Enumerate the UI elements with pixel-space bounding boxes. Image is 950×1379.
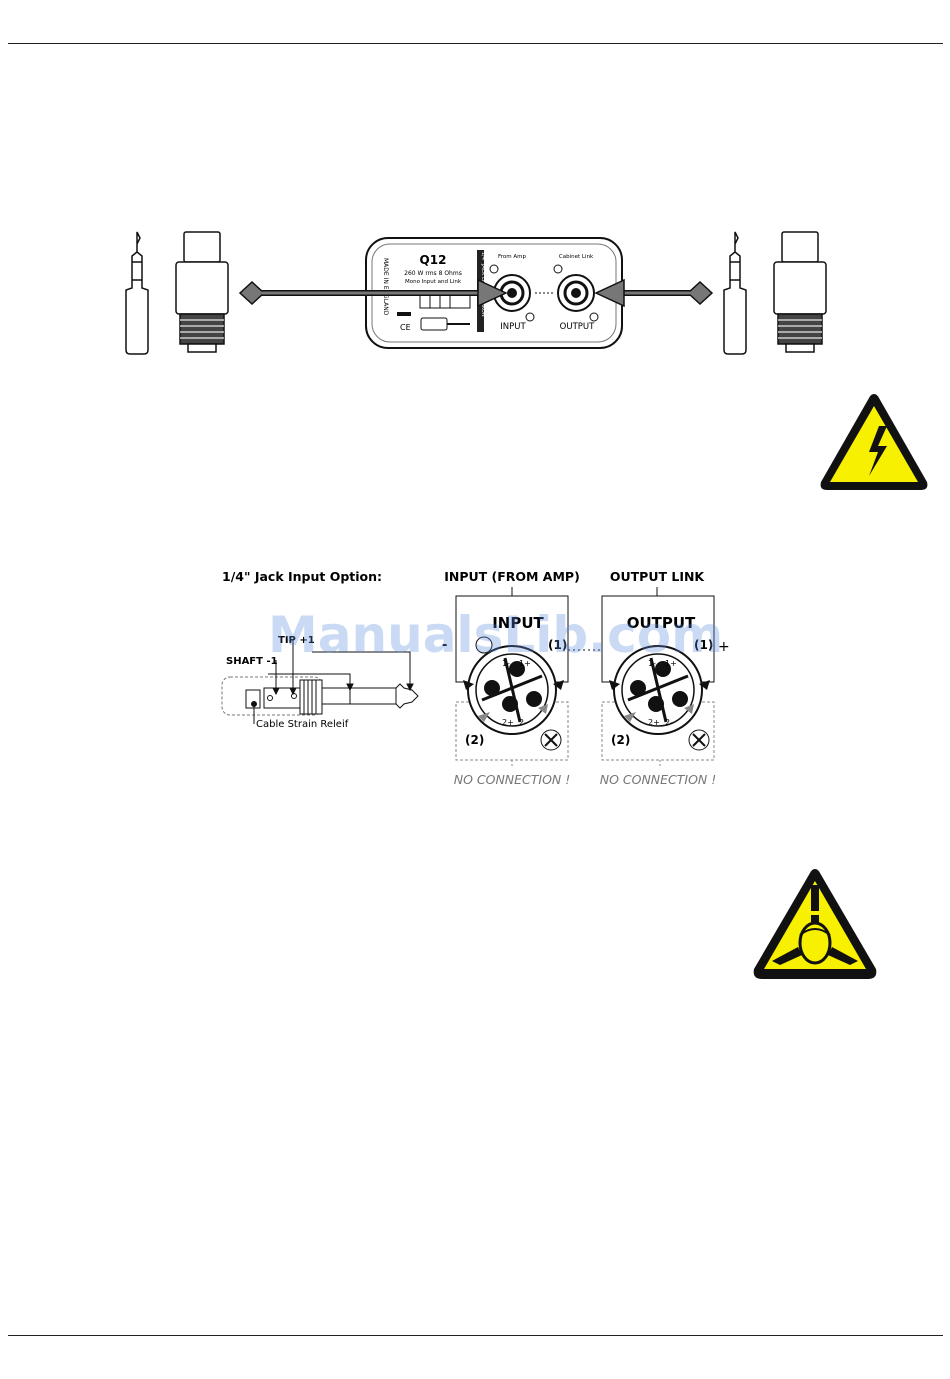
input-minus-label: - (442, 638, 447, 653)
input-pin-1p: 1+ (519, 659, 531, 668)
output-pin-1p: 1+ (665, 659, 677, 668)
output-pin-2m: 2- (665, 718, 673, 727)
ce-mark: CE (400, 323, 411, 332)
output-link-title: OUTPUT LINK (610, 569, 706, 584)
jack-plug-drawing-icon (221, 640, 419, 724)
unit-side-text: MADE IN ENGLAND (382, 258, 389, 316)
input-pin-1m: 1- (502, 659, 510, 668)
output-pin-2p: 2+ (648, 718, 660, 727)
lightning-warning-icon (820, 394, 928, 490)
output-pin1-label: (1) (694, 638, 713, 652)
input-from-amp-title: INPUT (FROM AMP) (444, 569, 580, 584)
input-no-connection: NO CONNECTION ! (454, 772, 571, 787)
unit-subtitle: Mono Input and Link (405, 279, 462, 285)
input-speakon-wiring (455, 587, 569, 768)
left-arrow-icon (238, 278, 508, 308)
footer-rule (8, 1335, 943, 1336)
jack-input-title: 1/4" Jack Input Option: (222, 569, 382, 584)
output-no-connection: NO CONNECTION ! (600, 772, 717, 787)
from-amp-label: From Amp (498, 254, 526, 260)
left-speakon-plug-icon (175, 231, 229, 353)
shaft-label: SHAFT -1 (226, 656, 278, 667)
right-arrow-icon (594, 278, 714, 308)
unit-input-label: INPUT (500, 322, 526, 332)
unit-rating: 260 W rms 8 Ohms (404, 270, 462, 277)
hearing-warning-icon (753, 869, 877, 979)
connection-diagram: Q12 260 W rms 8 Ohms Mono Input and Link… (125, 231, 827, 355)
input-pin1-label: (1) (548, 638, 567, 652)
cabinet-link-label: Cabinet Link (559, 254, 594, 260)
header-rule (8, 43, 943, 44)
input-pin2-label: (2) (465, 733, 484, 747)
right-jack-plug-icon (723, 231, 747, 355)
input-pin-2m: 2- (519, 718, 527, 727)
output-pin-1m: 1- (648, 659, 656, 668)
left-jack-plug-icon (125, 231, 149, 355)
right-speakon-plug-icon (773, 231, 827, 353)
watermark: ManualsLib.com (268, 606, 724, 664)
input-pin-2p: 2+ (502, 718, 514, 727)
output-speakon-wiring (601, 587, 715, 768)
unit-output-label: OUTPUT (560, 322, 595, 332)
cable-strain-label: Cable Strain Releif (256, 719, 349, 730)
output-pin2-label: (2) (611, 733, 630, 747)
unit-model: Q12 (420, 253, 447, 267)
tip-label: TIP +1 (278, 635, 315, 646)
wiring-diagram: 1/4" Jack Input Option: INPUT (FROM AMP)… (221, 569, 730, 787)
output-plus-label: + (718, 639, 730, 655)
output-box-label: OUTPUT (627, 614, 696, 632)
input-box-label: INPUT (492, 614, 544, 632)
